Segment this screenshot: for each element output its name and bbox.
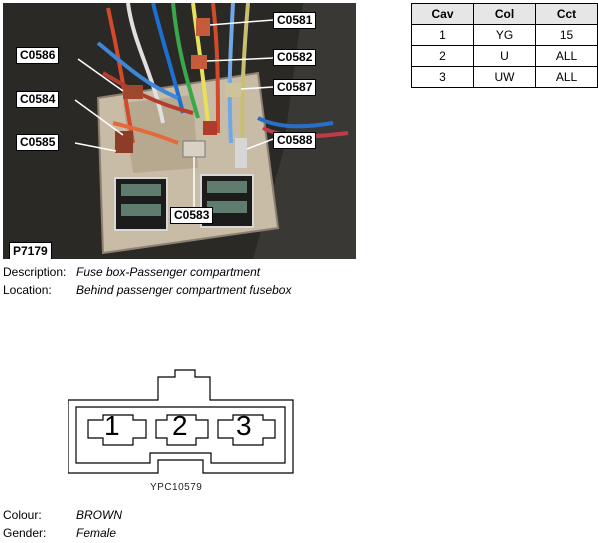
description-label: Description: [3,265,67,279]
gender-line: Gender: Female [3,526,116,540]
header-cav: Cav [411,3,474,25]
colour-line: Colour: BROWN [3,508,122,522]
connector-outline [67,369,294,474]
callout-c0581: C0581 [273,12,317,29]
cell-cct: 15 [535,24,598,46]
location-value: Behind passenger compartment fusebox [76,283,292,297]
cell-col: U [473,45,536,67]
cell-col: UW [473,66,536,88]
cell-col: YG [473,24,536,46]
cell-cct: ALL [535,66,598,88]
description-value: Fuse box-Passenger compartment [76,265,261,279]
callout-c0586: C0586 [16,47,60,64]
table-row: 3 UW ALL [411,66,598,88]
colour-label: Colour: [3,508,42,522]
callout-c0584: C0584 [16,91,60,108]
location-line: Location: Behind passenger compartment fu… [3,283,291,297]
cell-cav: 1 [411,24,474,46]
connector-location-photo: C0586 C0584 C0585 C0581 C0582 C0587 C058… [3,3,356,259]
cell-cav: 2 [411,45,474,67]
location-label: Location: [3,283,52,297]
callout-c0583: C0583 [170,207,214,224]
pin-1-label: 1 [104,410,120,441]
table-row: 1 YG 15 [411,24,598,46]
gender-label: Gender: [3,526,47,540]
header-cct: Cct [535,3,598,25]
diagram-reference-code: YPC10579 [150,482,203,493]
cell-cav: 3 [411,66,474,88]
fusebox-photo-image [3,3,356,259]
callout-c0582: C0582 [273,49,317,66]
header-col: Col [473,3,536,25]
photo-id-label: P7179 [9,242,52,259]
callout-c0588: C0588 [273,132,317,149]
colour-value: BROWN [76,508,122,522]
description-line: Description: Fuse box-Passenger compartme… [3,265,260,279]
connector-face-diagram: 1 2 3 [67,365,298,485]
cell-cct: ALL [535,45,598,67]
pin-3-label: 3 [236,410,252,441]
table-header-row: Cav Col Cct [411,3,598,25]
pin-assignment-table: Cav Col Cct 1 YG 15 2 U ALL 3 UW ALL [411,3,598,88]
pin-2-label: 2 [172,410,188,441]
table-row: 2 U ALL [411,45,598,67]
callout-c0585: C0585 [16,134,60,151]
gender-value: Female [76,526,117,540]
callout-c0587: C0587 [273,79,317,96]
